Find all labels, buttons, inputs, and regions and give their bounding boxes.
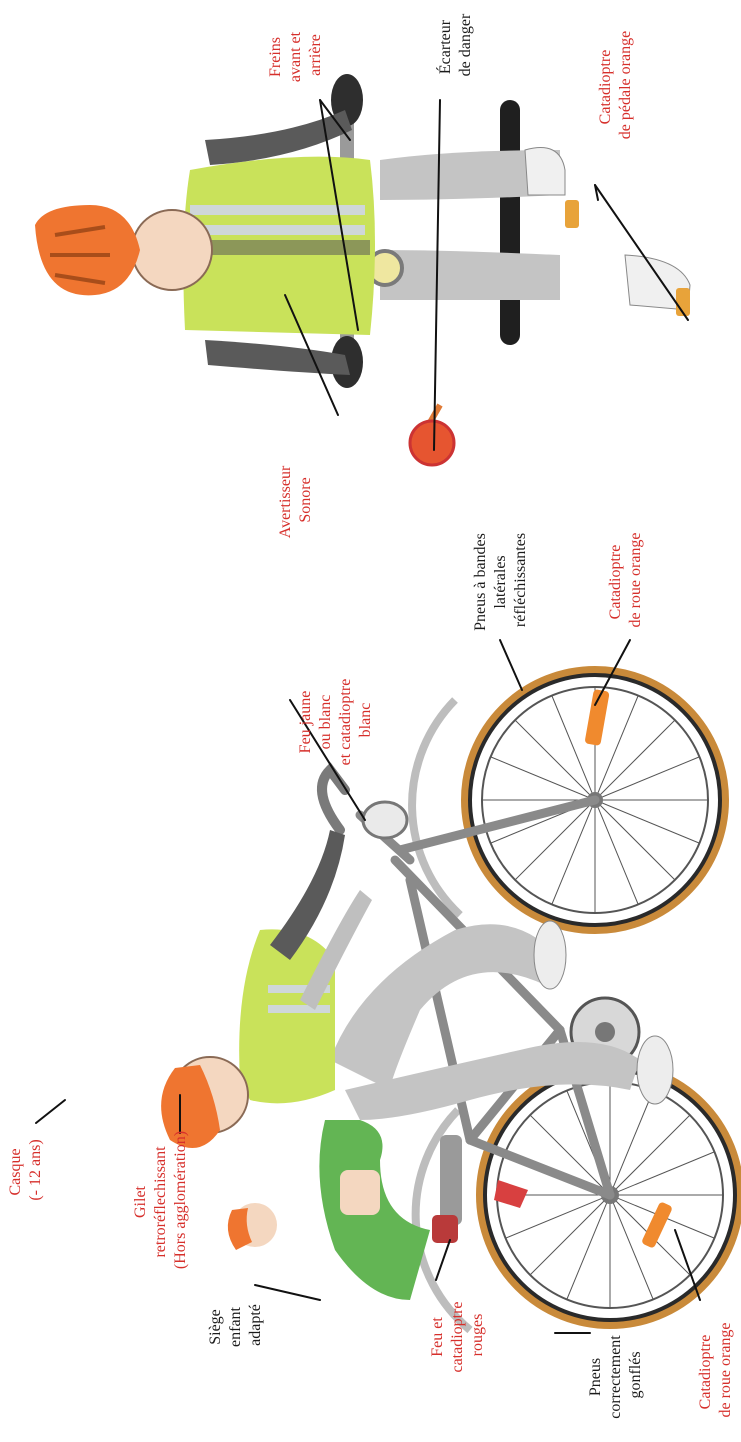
label-feu-jaune: Feu jaune ou blanc et catadioptre blanc [297,675,374,766]
side-view-bicycle [161,670,740,1330]
front-light [363,802,407,838]
label-casque: Casque (- 12 ans) [7,1139,44,1200]
label-ecarteur: Écarteur de danger [435,13,474,76]
label-cata-roue-avant: Catadioptre de roue orange [607,532,644,627]
front-wheel-orange-reflector [584,689,609,746]
rear-red-light [432,1215,458,1243]
label-freins: Freins avant et arrière [267,28,324,82]
label-cata-roue-arriere: Catadioptre de roue orange [697,1322,734,1417]
label-feu-rouge: Feu et catadioptre rouges [429,1297,486,1372]
label-siege: Siège enfant adapté [207,1303,264,1347]
child-seat [228,1120,430,1300]
front-view-bicycle [35,74,690,465]
label-cata-pedale: Catadioptre de pédale orange [597,31,634,139]
label-pneus-gonfles: Pneus correctement gonflés [587,1331,644,1419]
danger-deflector [410,421,454,465]
pedal-reflector-left [565,200,579,228]
label-avertisseur: Avertisseur Sonore [277,462,314,539]
front-view-wheel [500,100,520,345]
label-gilet: Gilet retroréflechissant (Hors aggloméra… [132,1131,189,1269]
label-pneus-bandes: Pneus à bandes latérales réfléchissantes [472,529,529,631]
